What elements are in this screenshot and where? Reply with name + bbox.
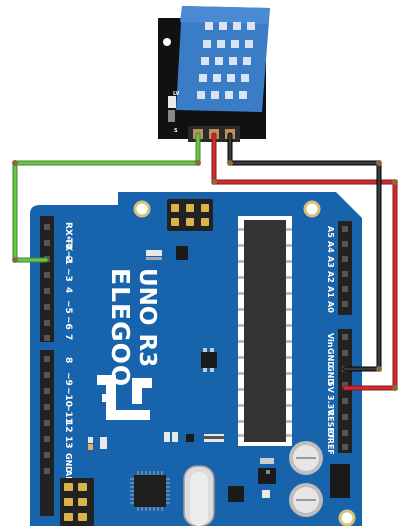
- power-diode: [330, 464, 350, 498]
- pin-label-9: ~9: [63, 372, 73, 386]
- pin-label-5v: 5V: [326, 381, 335, 394]
- smd-parts-top: [146, 246, 188, 260]
- pin-label-2: 2: [63, 256, 73, 262]
- pin-label-rx0: RX←0: [63, 222, 73, 250]
- smd-component: [168, 110, 175, 122]
- mounting-holes: [133, 200, 356, 526]
- icsp-header-top: [167, 199, 213, 231]
- elegoo-logo: [97, 375, 152, 420]
- pin-label-3: ~3: [63, 268, 73, 282]
- usb-controller-chip: [130, 471, 170, 511]
- model-text: UNO R3: [134, 268, 160, 367]
- pcb-label-lv: LV: [173, 91, 179, 97]
- pin-label-a5: A5: [326, 226, 335, 238]
- pin-label-11: ~11: [63, 404, 73, 424]
- pin-label-ioref: IOREF: [326, 428, 335, 455]
- pin-label-gnd-1: GND: [326, 348, 335, 368]
- pin-label-a2: A2: [326, 271, 335, 283]
- dht11-module: LV S: [158, 6, 270, 142]
- pin-label-a4: A4: [326, 241, 335, 253]
- right-pin-labels: A5 A4 A3 A2 A1 A0 Vin GND GND 5V 3.3V RE…: [326, 226, 335, 455]
- wire-joints: [12, 160, 398, 391]
- smd-cluster: [201, 348, 217, 372]
- icsp-header-bottom: [60, 478, 94, 526]
- analog-header: [338, 221, 352, 315]
- pin-label-tx1: TX→1: [63, 238, 73, 265]
- sensor-grid: [197, 22, 255, 99]
- pin-label-a0: A0: [326, 301, 335, 313]
- atmega-chip: [238, 216, 292, 446]
- pin-label-vin: Vin: [326, 333, 335, 348]
- pin-label-reset: RESET: [326, 410, 335, 439]
- pin-label-5: ~5: [63, 300, 73, 314]
- pin-label-3v3: 3.3V: [326, 395, 335, 416]
- pin-label-8: 8: [63, 357, 73, 363]
- pin-label-10: ~10: [63, 387, 73, 407]
- pin-label-12: 12: [63, 420, 73, 433]
- digital-pin-labels: RX←0 TX→1 2 ~3 4 ~5 ~6 7 8 ~9 ~10 ~11 12…: [63, 222, 73, 493]
- mounting-hole: [163, 38, 171, 46]
- arduino-uno-board: RX←0 TX→1 2 ~3 4 ~5 ~6 7 8 ~9 ~10 ~11 12…: [30, 192, 362, 526]
- electrolytic-capacitors: [289, 441, 323, 517]
- power-header: [338, 329, 352, 453]
- regulator-parts: [228, 458, 276, 502]
- pin-label-a3: A3: [326, 256, 335, 268]
- pin-label-gnd-2: GND: [326, 365, 335, 385]
- pin-label-7: 7: [63, 334, 73, 340]
- tx-rx-leds: [88, 437, 107, 450]
- pcb-label-s: S: [174, 128, 178, 134]
- sensor-body: [176, 6, 270, 112]
- pin-label-6: ~6: [63, 316, 73, 330]
- pin-label-gnd-left: GND: [64, 453, 73, 473]
- smd-resistor: [168, 96, 176, 108]
- pin-label-4: 4: [63, 287, 73, 293]
- pin-label-a1: A1: [326, 286, 335, 298]
- bottom-smd-parts: [164, 432, 224, 442]
- pin-label-13: 13: [63, 436, 73, 449]
- crystal-oscillator: [183, 465, 215, 526]
- brand-text: ELEGOO: [106, 268, 135, 387]
